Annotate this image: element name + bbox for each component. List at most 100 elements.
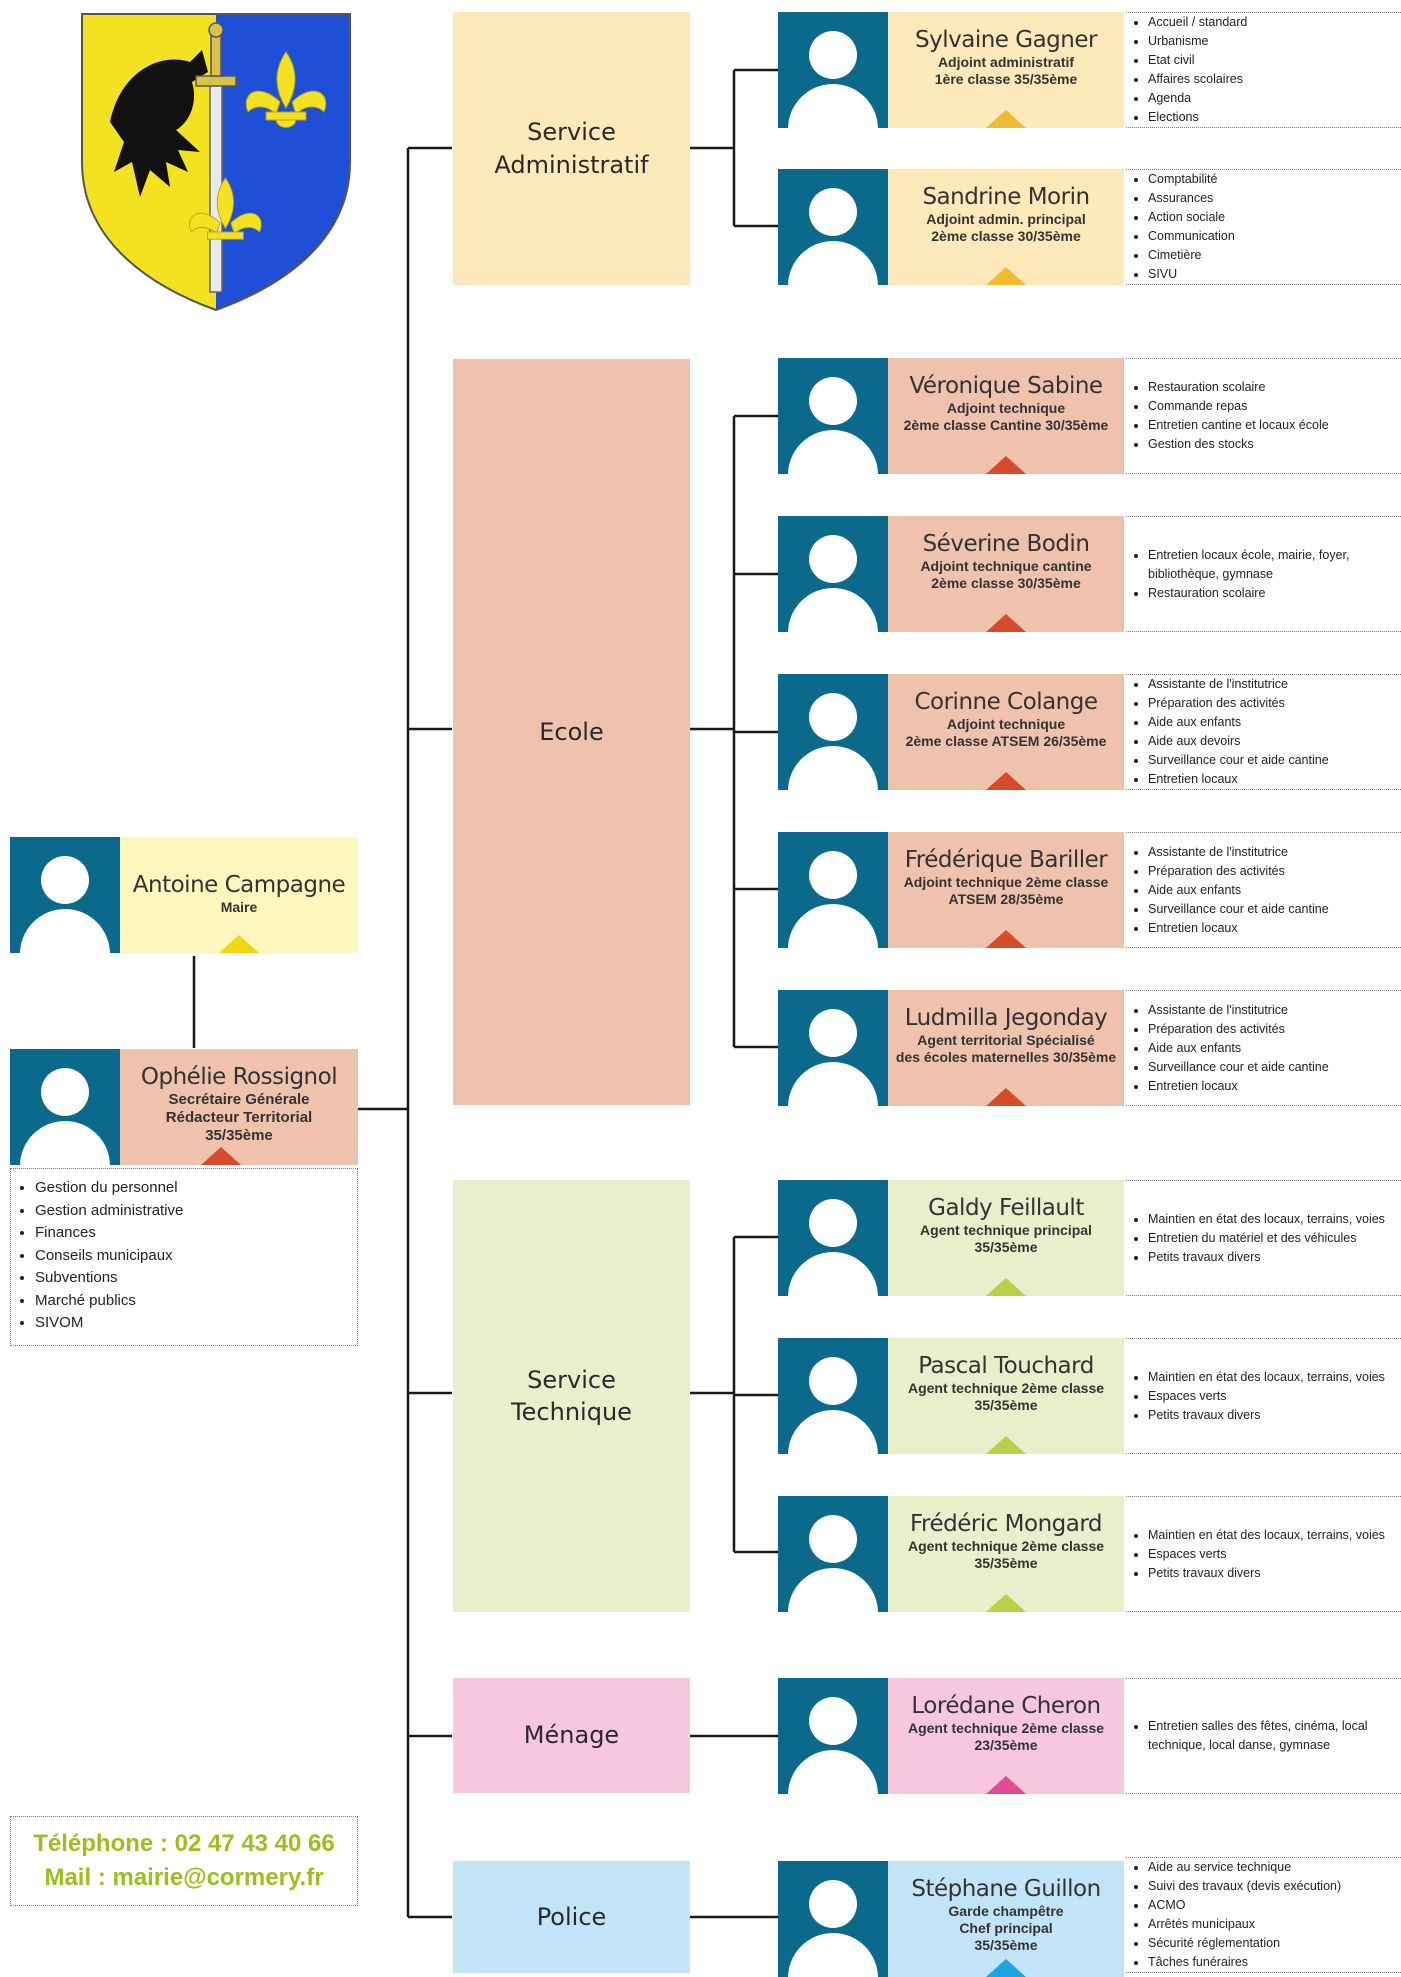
person-name: Véronique Sabine (909, 373, 1103, 399)
task-item: Assistante de l'institutrice (1148, 675, 1401, 694)
task-item: Suivi des travaux (devis exécution) (1148, 1877, 1401, 1896)
pointer-triangle-icon (986, 267, 1026, 285)
task-list: Maintien en état des locaux, terrains, v… (1126, 1180, 1401, 1296)
person-name: Frédérique Bariller (904, 847, 1108, 873)
task-item: Aide aux enfants (1148, 881, 1401, 900)
pointer-triangle-icon (986, 456, 1026, 474)
person-info: Antoine Campagne Maire (120, 837, 358, 953)
person-name: Ludmilla Jegonday (904, 1005, 1108, 1031)
person-name: Séverine Bodin (922, 531, 1090, 557)
task-list: Accueil / standardUrbanismeEtat civilAff… (1126, 12, 1401, 128)
person-title: Agent technique 2ème classe 23/35ème (907, 1720, 1105, 1753)
task-item: Comptabilité (1148, 170, 1401, 189)
person-title: Maire (220, 899, 258, 915)
user-avatar-icon (778, 1496, 888, 1612)
task-item: Cimetière (1148, 246, 1401, 265)
task-item: Aide aux enfants (1148, 1039, 1401, 1058)
task-item: Entretien locaux école, mairie, foyer, b… (1148, 546, 1401, 584)
pointer-triangle-icon (986, 1436, 1026, 1454)
secretaire-task-list: Gestion du personnelGestion administrati… (10, 1168, 358, 1346)
task-item: Accueil / standard (1148, 13, 1401, 32)
pointer-triangle-icon (219, 935, 259, 953)
task-item: Gestion des stocks (1148, 435, 1401, 454)
pointer-triangle-icon (201, 1147, 241, 1165)
user-avatar-icon (778, 169, 888, 285)
task-list: Assistante de l'institutricePréparation … (1126, 674, 1401, 790)
task-item: Préparation des activités (1148, 694, 1401, 713)
task-list: Maintien en état des locaux, terrains, v… (1126, 1338, 1401, 1454)
pointer-triangle-icon (986, 110, 1026, 128)
person-name: Ophélie Rossignol (140, 1064, 338, 1090)
person-title: Adjoint administratif 1ère classe 35/35è… (934, 54, 1078, 87)
task-item: Commande repas (1148, 397, 1401, 416)
user-avatar-icon (778, 516, 888, 632)
task-item: Entretien locaux (1148, 770, 1401, 789)
service-menage: Ménage (453, 1678, 690, 1793)
person-secretaire: Ophélie Rossignol Secrétaire Générale Ré… (10, 1049, 358, 1165)
person-name: Sylvaine Gagner (915, 27, 1097, 53)
task-item: ACMO (1148, 1896, 1401, 1915)
task-item: Gestion administrative (35, 1200, 357, 1223)
person-title: Agent technique 2ème classe 35/35ème (907, 1380, 1105, 1413)
task-item: Gestion du personnel (35, 1177, 357, 1200)
service-administratif: Service Administratif (453, 12, 690, 285)
task-item: Action sociale (1148, 208, 1401, 227)
pointer-triangle-icon (986, 772, 1026, 790)
task-list: Maintien en état des locaux, terrains, v… (1126, 1496, 1401, 1612)
pointer-triangle-icon (986, 1594, 1026, 1612)
task-item: Surveillance cour et aide cantine (1148, 751, 1401, 770)
contact-mail: Mail : mairie@cormery.fr (44, 1864, 324, 1891)
user-avatar-icon (778, 1861, 888, 1977)
person-title: Adjoint technique 2ème classe ATSEM 26/3… (905, 716, 1107, 749)
task-item: Communication (1148, 227, 1401, 246)
service-technique: Service Technique (453, 1180, 690, 1612)
task-item: Tâches funéraires (1148, 1953, 1401, 1972)
task-list: Assistante de l'institutricePréparation … (1126, 990, 1401, 1106)
task-item: Espaces verts (1148, 1387, 1401, 1406)
person-name: Stéphane Guillon (911, 1876, 1101, 1902)
task-item: Entretien locaux (1148, 919, 1401, 938)
person-name: Corinne Colange (914, 689, 1098, 715)
person-title: Adjoint technique 2ème classe ATSEM 28/3… (903, 874, 1109, 907)
person-name: Pascal Touchard (918, 1353, 1094, 1379)
task-list: Entretien locaux école, mairie, foyer, b… (1126, 516, 1401, 632)
task-item: Aide au service technique (1148, 1858, 1401, 1877)
task-item: Surveillance cour et aide cantine (1148, 1058, 1401, 1077)
pointer-triangle-icon (986, 1278, 1026, 1296)
task-item: Sécurité réglementation (1148, 1934, 1401, 1953)
task-item: Conseils municipaux (35, 1245, 357, 1268)
person-title: Agent technique 2ème classe 35/35ème (907, 1538, 1105, 1571)
service-ecole: Ecole (453, 359, 690, 1105)
person-name: Galdy Feillault (928, 1195, 1084, 1221)
user-avatar-icon (10, 1049, 120, 1165)
person-maire: Antoine Campagne Maire (10, 837, 358, 953)
pointer-triangle-icon (986, 1959, 1026, 1977)
task-item: Entretien cantine et locaux école (1148, 416, 1401, 435)
task-item: SIVU (1148, 265, 1401, 284)
task-list: ComptabilitéAssurancesAction socialeComm… (1126, 169, 1401, 285)
person-name: Lorédane Cheron (911, 1693, 1101, 1719)
task-item: Marché publics (35, 1290, 357, 1313)
task-item: Aide aux enfants (1148, 713, 1401, 732)
task-item: Elections (1148, 108, 1401, 127)
person-name: Antoine Campagne (132, 872, 346, 898)
person-title: Adjoint technique 2ème classe Cantine 30… (903, 400, 1109, 433)
pointer-triangle-icon (986, 1088, 1026, 1106)
task-item: Petits travaux divers (1148, 1564, 1401, 1583)
task-item: Aide aux devoirs (1148, 732, 1401, 751)
